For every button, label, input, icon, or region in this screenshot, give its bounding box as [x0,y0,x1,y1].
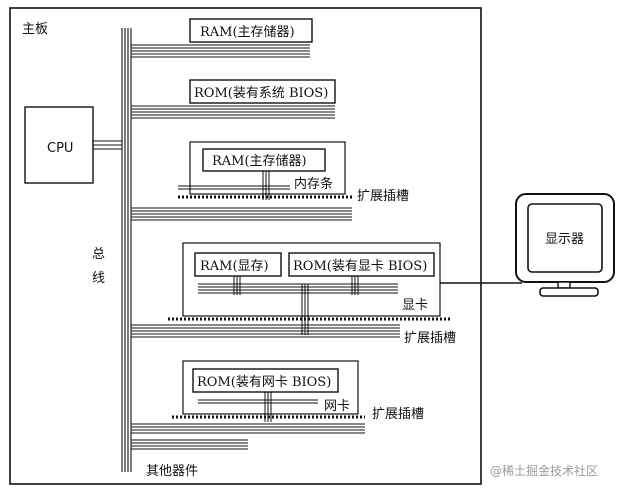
slot-3-label: 扩展插槽 [372,407,424,422]
watermark: @稀土掘金技术社区 [490,463,598,478]
slot-2-bus-link [131,324,400,338]
video-card-traces [198,276,398,335]
nic-label: 网卡 [324,399,350,414]
nic-bios-chip-label: ROM(装有网卡 BIOS) [197,375,331,390]
rom-bios-label: ROM(装有系统 BIOS) [194,86,328,101]
memory-card-label: 内存条 [294,176,333,192]
memory-card-chip-label: RAM(主存储器) [212,154,307,169]
board-label: 主板 [22,22,48,37]
slot-2-label: 扩展插槽 [404,331,456,346]
rom-bios-chip [189,79,336,104]
monitor-label: 显示器 [545,232,584,247]
ram-main-label: RAM(主存储器) [200,25,295,40]
video-card-label: 显卡 [402,298,428,313]
ram-main-bus-link [131,44,310,58]
system-bus [121,28,132,472]
bus-label-top: 总 [92,247,105,262]
rom-bios-bus-link [131,105,335,119]
nic-traces [198,392,318,422]
cpu-label: CPU [47,141,73,156]
ram-main-chip [189,18,313,43]
other-devices-bus-link [131,439,248,450]
video-bios-chip [288,252,435,277]
video-bios-chip-label: ROM(装有显卡 BIOS) [293,259,427,274]
slot-1-label: 扩展插槽 [357,189,409,204]
vram-chip-label: RAM(显存) [200,259,269,274]
memory-card-chip [202,148,326,172]
memory-card-traces [178,171,290,200]
monitor-icon [515,193,615,297]
other-devices-label: 其他器件 [146,464,198,479]
slot-3-bus-link [131,423,365,434]
bus-label-bottom: 线 [92,271,105,286]
slot-1-bus-link [131,207,352,221]
cpu-bus-link [93,140,122,150]
vram-chip [194,252,282,277]
cpu-box [24,106,94,184]
